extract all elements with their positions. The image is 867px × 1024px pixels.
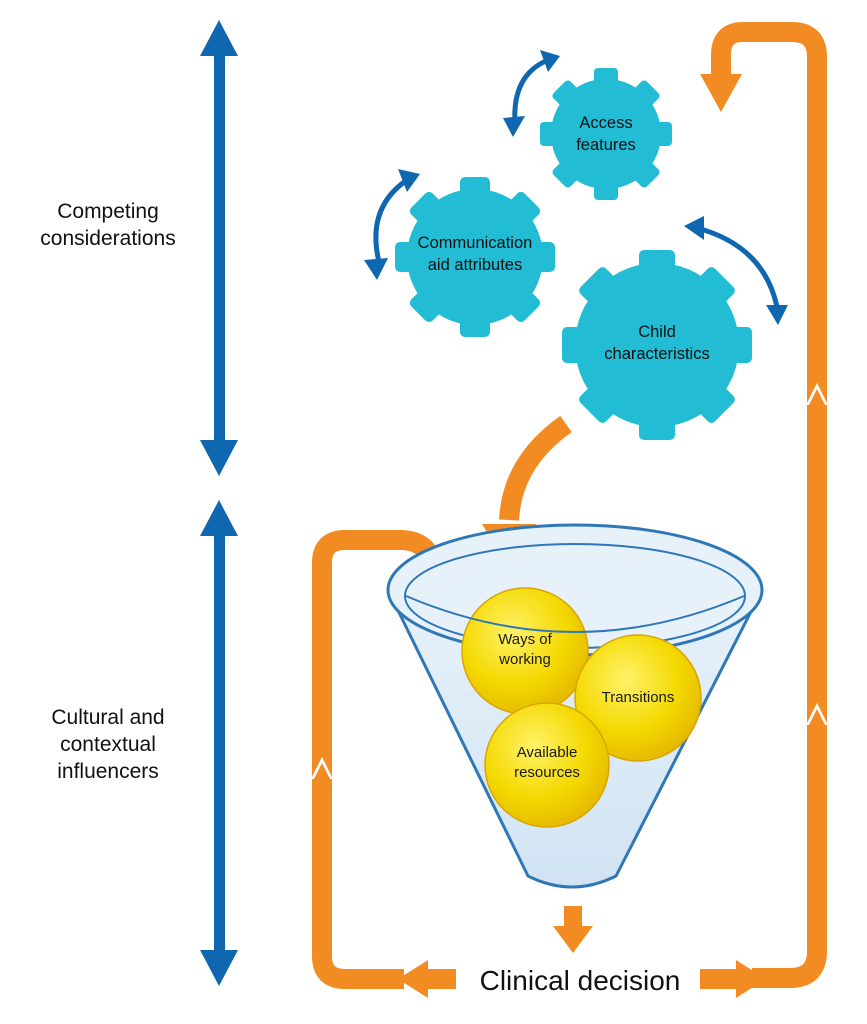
rotation-arrow-communication-head-bottom — [364, 258, 388, 280]
available-resources-label: Available resources — [514, 744, 580, 781]
child-characteristics-label: Child characteristics — [604, 323, 710, 363]
communication-aid-attributes-label: Communication aid attributes — [417, 234, 533, 274]
cultural-influencers-label: Cultural and contextual influencers — [51, 706, 165, 783]
decision-left-arrow — [398, 960, 456, 998]
decision-right-arrow — [700, 960, 766, 998]
ball-transitions — [574, 634, 702, 762]
rotation-arrow-access — [512, 57, 550, 124]
gear-communication-aid-attributes — [395, 177, 555, 337]
access-features-label: Access features — [576, 114, 636, 154]
competing-double-arrow — [200, 20, 238, 476]
rotation-arrow-child-head-left — [684, 216, 704, 240]
clinical-decision-label: Clinical decision — [473, 965, 687, 997]
ways-of-working-label: Ways of working — [498, 631, 552, 668]
transitions-label: Transitions — [601, 689, 675, 706]
rotation-arrow-access-head-top — [540, 50, 560, 72]
right-feedback-arrow — [700, 22, 828, 988]
rotation-arrow-communication — [373, 177, 409, 263]
rotation-arrow-communication-head-top — [398, 169, 420, 192]
rotation-arrow-access-head-bottom — [503, 116, 525, 137]
competing-considerations-label: Competing considerations — [40, 200, 176, 250]
gear-child-characteristics — [562, 250, 752, 440]
rotation-arrow-child-head-bottom — [766, 305, 788, 325]
funnel-rim-front — [405, 595, 745, 633]
ball-available-resources — [484, 702, 610, 828]
rotation-arrow-child — [696, 225, 780, 308]
gear-access-features — [540, 68, 672, 200]
funnel-output-arrow — [553, 906, 593, 953]
cultural-double-arrow — [200, 500, 238, 986]
